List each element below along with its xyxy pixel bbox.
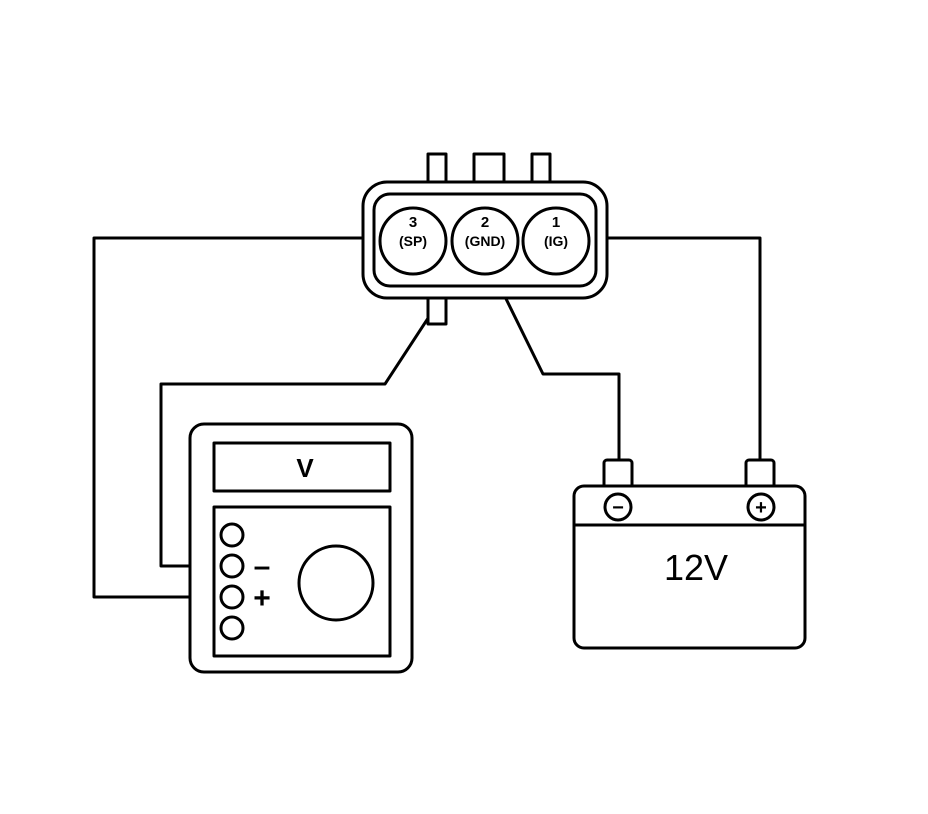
pin-2-gnd: 2 (GND)	[450, 206, 520, 276]
pin-3-number: 3	[409, 214, 417, 231]
connector-tab-left	[426, 152, 448, 186]
connector-tab-right	[530, 152, 552, 186]
battery-negative-symbol-circle	[603, 492, 633, 522]
voltmeter-negative-sign: –	[254, 550, 271, 583]
voltmeter-dial	[297, 544, 375, 622]
wires	[92, 236, 762, 599]
connector-inner	[372, 192, 598, 288]
wire-gnd-to-battery-negative	[482, 253, 621, 462]
battery-positive-symbol: +	[755, 497, 767, 519]
battery-terminal-positive-post	[744, 458, 776, 490]
battery-positive-symbol-circle	[746, 492, 776, 522]
battery-voltage-label: 12V	[664, 547, 728, 588]
voltmeter-jack-4	[219, 615, 245, 641]
voltmeter: V – +	[188, 422, 414, 674]
pin-1-number: 1	[552, 214, 560, 231]
wire-gnd-to-meter-negative	[159, 253, 472, 568]
connector: 3 (SP) 2 (GND) 1 (IG)	[361, 152, 609, 326]
voltmeter-jack-negative	[219, 553, 245, 579]
pin-1-label: (IG)	[544, 233, 568, 249]
connector-key	[426, 294, 448, 326]
connector-tab-middle	[472, 152, 506, 186]
battery-negative-symbol: −	[612, 497, 624, 519]
voltmeter-jack-positive	[219, 584, 245, 610]
voltmeter-display	[212, 441, 392, 493]
pin-2-label: (GND)	[465, 233, 505, 249]
battery: − + 12V	[572, 458, 807, 650]
wire-sp-to-meter-positive	[92, 236, 390, 599]
voltmeter-display-label: V	[296, 453, 314, 483]
pin-2-number: 2	[481, 214, 489, 231]
pin-1-ig: 1 (IG)	[521, 206, 591, 276]
pin-3-sp: 3 (SP)	[378, 206, 448, 276]
voltmeter-jack-1	[219, 522, 245, 548]
wire-ig-to-battery-positive	[578, 236, 762, 462]
battery-terminal-negative-post	[602, 458, 634, 490]
voltmeter-positive-sign: +	[253, 582, 271, 615]
pin-3-label: (SP)	[399, 233, 427, 249]
